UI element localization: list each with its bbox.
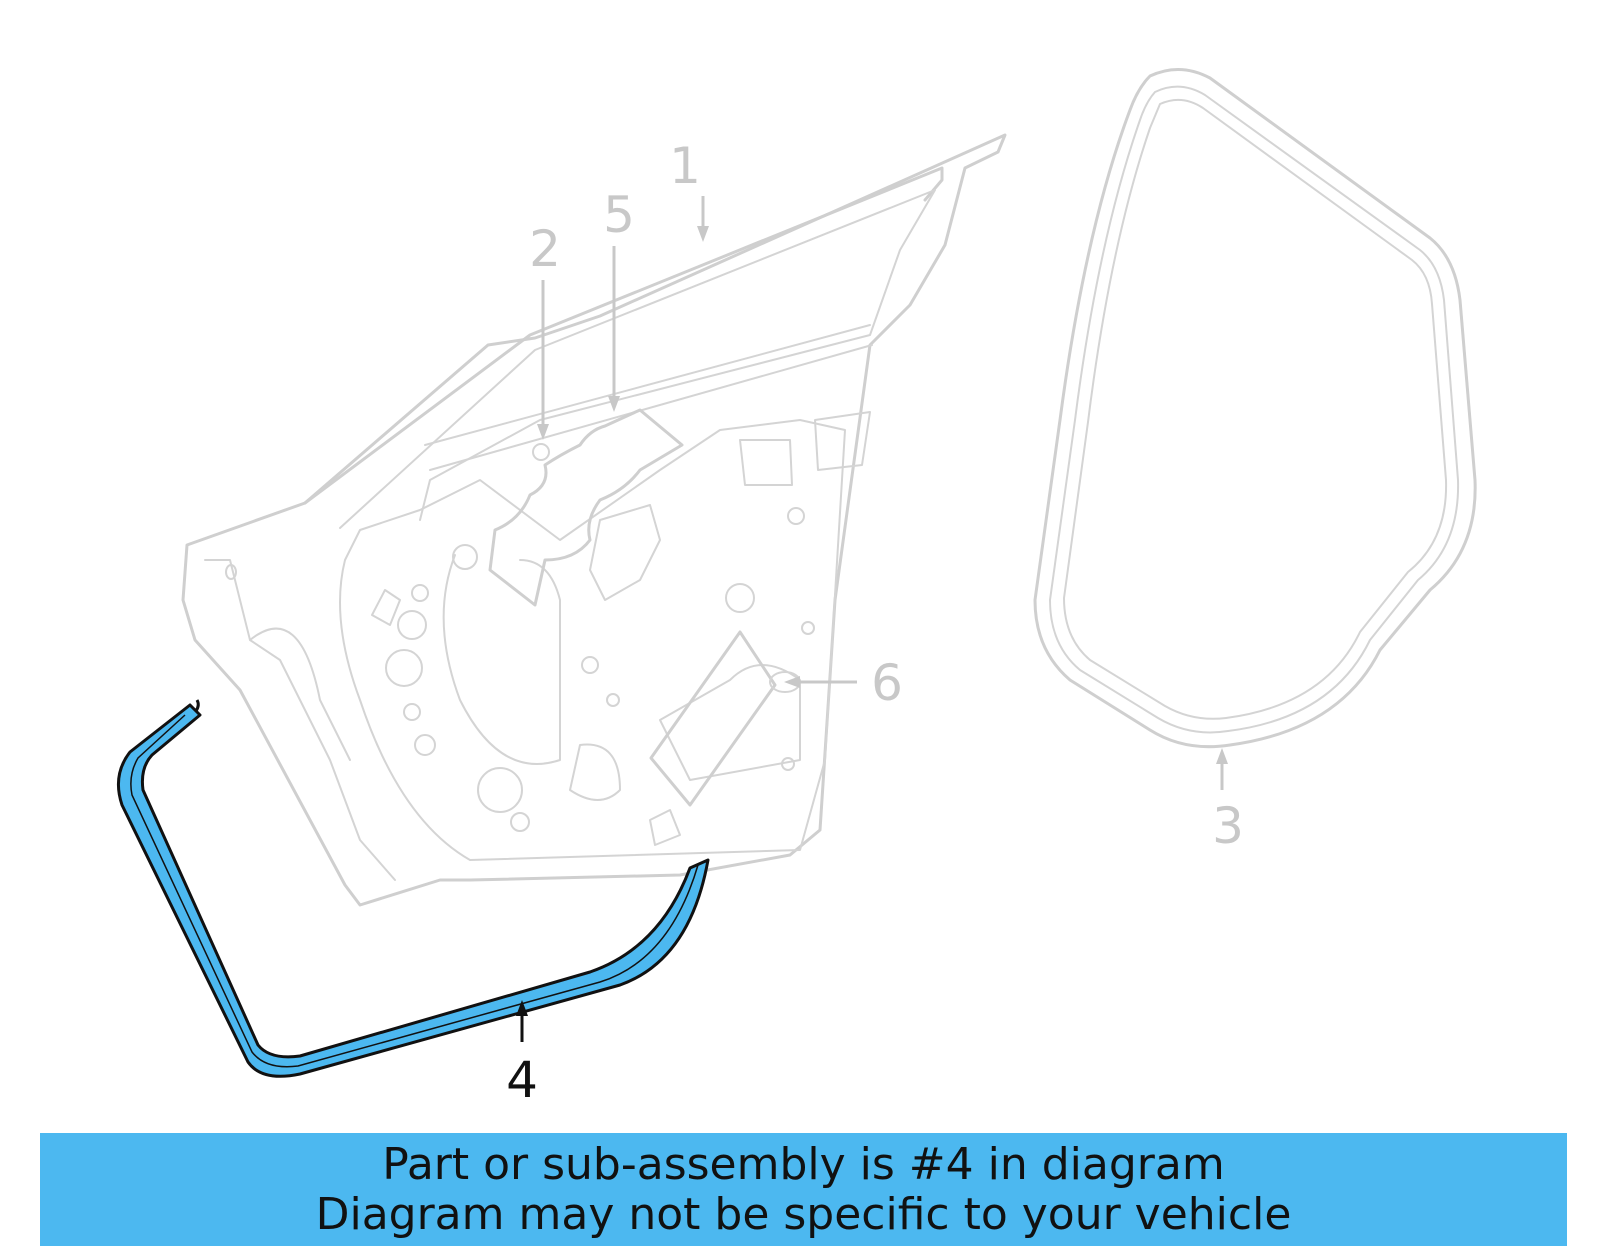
info-banner: Part or sub-assembly is #4 in diagram Di… [40,1133,1567,1246]
callout-5: 5 [603,186,635,412]
banner-line-disclaimer: Diagram may not be specific to your vehi… [315,1189,1292,1240]
grommet-part-2 [532,443,550,461]
svg-text:4: 4 [506,1051,538,1109]
door-shell-part-1 [181,133,1007,907]
svg-text:1: 1 [669,137,701,195]
svg-text:5: 5 [603,186,635,244]
lower-seal-part-4 [116,699,710,1078]
svg-text:3: 3 [1212,797,1244,855]
callout-2: 2 [529,220,561,440]
banner-line-part-number: Part or sub-assembly is #4 in diagram [382,1139,1225,1190]
svg-text:6: 6 [871,654,903,712]
callout-4: 4 [506,1000,538,1109]
module-part-6 [649,630,801,807]
weatherstrip-part-3 [1033,67,1477,749]
callout-3: 3 [1212,748,1244,855]
callout-1: 1 [669,137,709,242]
water-deflector-part-5 [488,408,684,607]
svg-text:2: 2 [529,220,561,278]
callout-6: 6 [784,654,903,712]
